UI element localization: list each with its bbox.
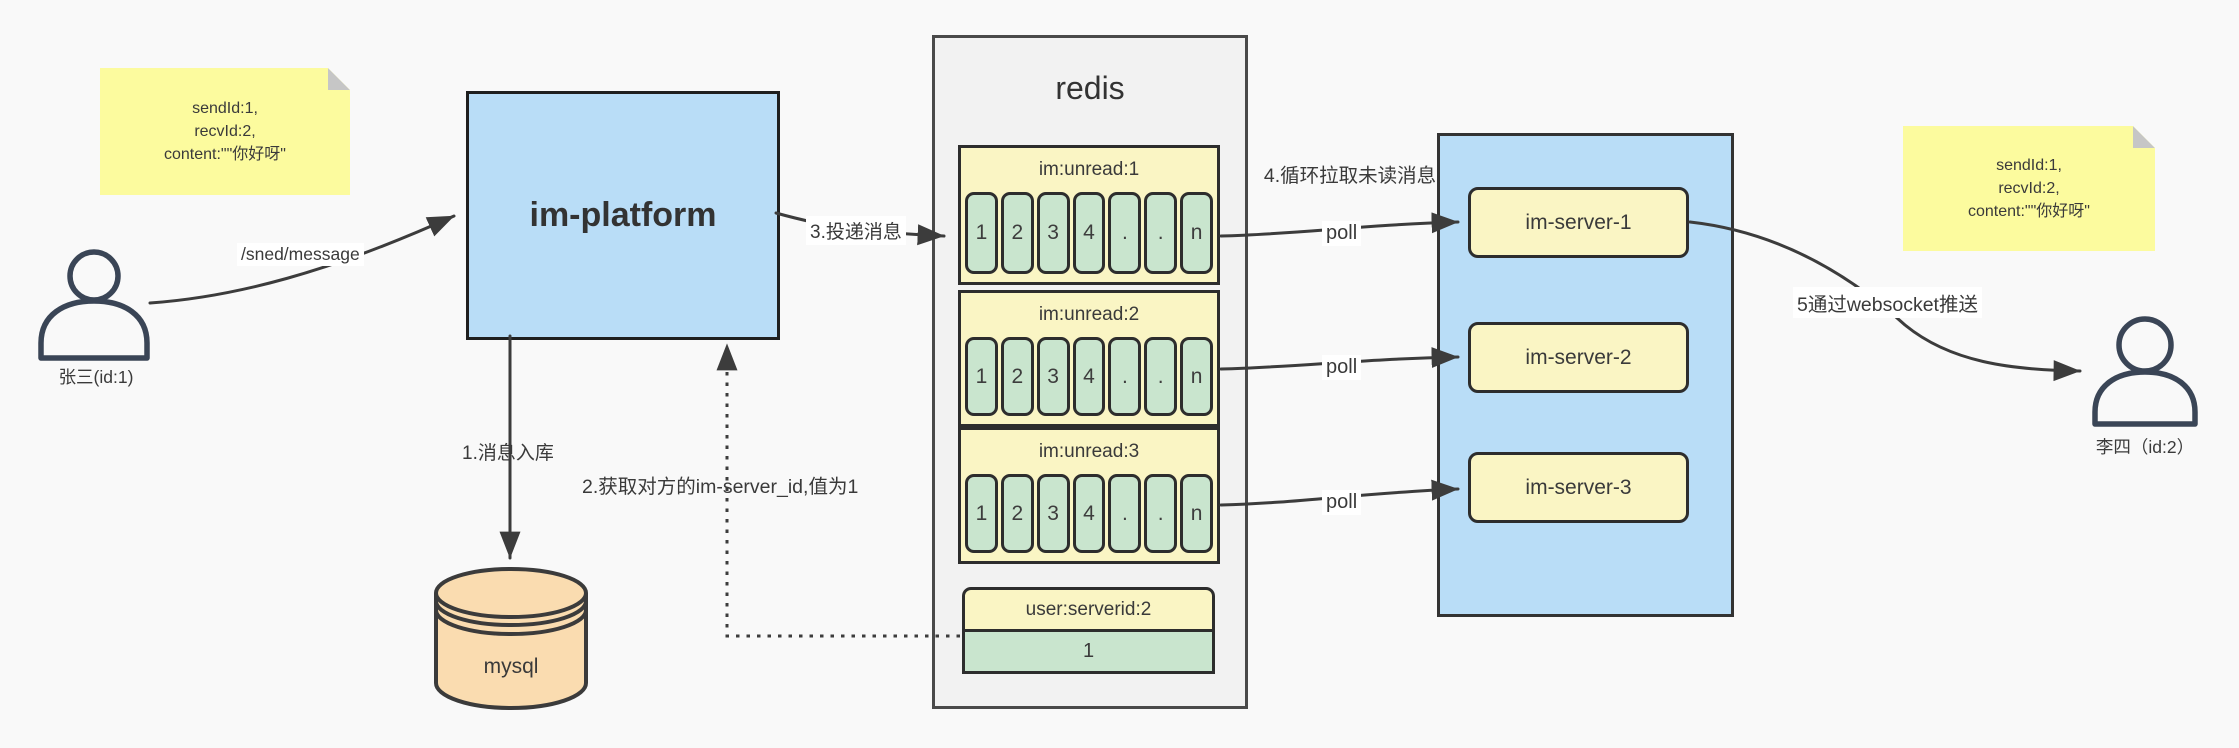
queue-cell: . <box>1144 192 1178 274</box>
queue-cell: . <box>1108 337 1142 416</box>
note-fold-icon <box>328 68 350 90</box>
user-serverid-value: 1 <box>962 629 1215 674</box>
queue-cell: 2 <box>1000 474 1034 553</box>
queue-cell: 1 <box>965 192 998 274</box>
note-fold-icon <box>2133 126 2155 148</box>
edge-label-poll-1: poll <box>1322 221 1362 246</box>
queue-cell: 1 <box>965 474 998 553</box>
queue-cell: 4 <box>1072 337 1106 416</box>
edge-label-poll-2: poll <box>1322 355 1362 380</box>
redis-queue-2: im:unread:2 1 2 3 4 . . n <box>958 290 1220 427</box>
note-line: recvId:2, <box>194 123 256 140</box>
queue-cell: n <box>1180 192 1214 274</box>
queue-cell: 1 <box>965 337 998 416</box>
queue-cells: 1 2 3 4 . . n <box>965 337 1214 416</box>
mysql-cylinder-icon: mysql <box>434 567 588 710</box>
person-icon <box>38 249 150 361</box>
note-line: sendId:1, <box>1996 157 2062 174</box>
edge-label-step5: 5通过websocket推送 <box>1793 287 1982 318</box>
note-line: recvId:2, <box>1998 180 2060 197</box>
sender-label: 张三(id:1) <box>58 367 134 387</box>
note-sender-payload: sendId:1, recvId:2, content:""你好呀" <box>100 68 350 195</box>
queue-cell: 2 <box>1000 192 1034 274</box>
queue-cell: n <box>1180 337 1214 416</box>
redis-title: redis <box>1055 70 1125 106</box>
im-platform-box: im-platform <box>466 91 780 340</box>
queue-cell: . <box>1144 474 1178 553</box>
queue-cell: 4 <box>1072 192 1106 274</box>
queue-cell: 3 <box>1036 192 1070 274</box>
user-serverid-box: user:serverid:2 1 <box>962 587 1215 674</box>
queue-cell: 3 <box>1036 474 1070 553</box>
queue-cell: 3 <box>1036 337 1070 416</box>
redis-queue-1: im:unread:1 1 2 3 4 . . n <box>958 145 1220 285</box>
im-server-2-box: im-server-2 <box>1468 322 1689 393</box>
mysql-label: mysql <box>484 655 539 678</box>
note-line: sendId:1, <box>192 100 258 117</box>
edge-label-step3: 3.投递消息 <box>806 216 906 245</box>
queue-cell: n <box>1180 474 1214 553</box>
queue-cell: . <box>1108 192 1142 274</box>
queue-cell: 2 <box>1000 337 1034 416</box>
edge-label-step2: 2.获取对方的im-server_id,值为1 <box>582 476 859 498</box>
queue-cell: . <box>1144 337 1178 416</box>
edge-label-send: /sned/message <box>237 243 364 266</box>
im-platform-label: im-platform <box>529 196 717 234</box>
receiver-label: 李四（id:2） <box>2095 437 2195 457</box>
redis-queue-3: im:unread:3 1 2 3 4 . . n <box>958 427 1220 564</box>
queue-cells: 1 2 3 4 . . n <box>965 192 1214 274</box>
note-receiver-payload: sendId:1, recvId:2, content:""你好呀" <box>1903 126 2155 251</box>
queue-cells: 1 2 3 4 . . n <box>965 474 1214 553</box>
im-server-1-box: im-server-1 <box>1468 187 1689 258</box>
edge-label-step1: 1.消息入库 <box>462 443 554 464</box>
queue-name: im:unread:3 <box>1038 441 1140 462</box>
queue-name: im:unread:2 <box>1038 304 1140 325</box>
queue-cell: 4 <box>1072 474 1106 553</box>
user-serverid-key: user:serverid:2 <box>962 587 1215 632</box>
note-line: content:""你好呀" <box>1968 203 2090 220</box>
queue-cell: . <box>1108 474 1142 553</box>
im-server-3-box: im-server-3 <box>1468 452 1689 523</box>
person-icon <box>2092 316 2198 427</box>
edge-label-step4: 4.循环拉取未读消息 <box>1263 165 1437 187</box>
queue-name: im:unread:1 <box>1038 159 1140 180</box>
note-line: content:""你好呀" <box>164 146 286 163</box>
edge-label-poll-3: poll <box>1322 490 1362 515</box>
